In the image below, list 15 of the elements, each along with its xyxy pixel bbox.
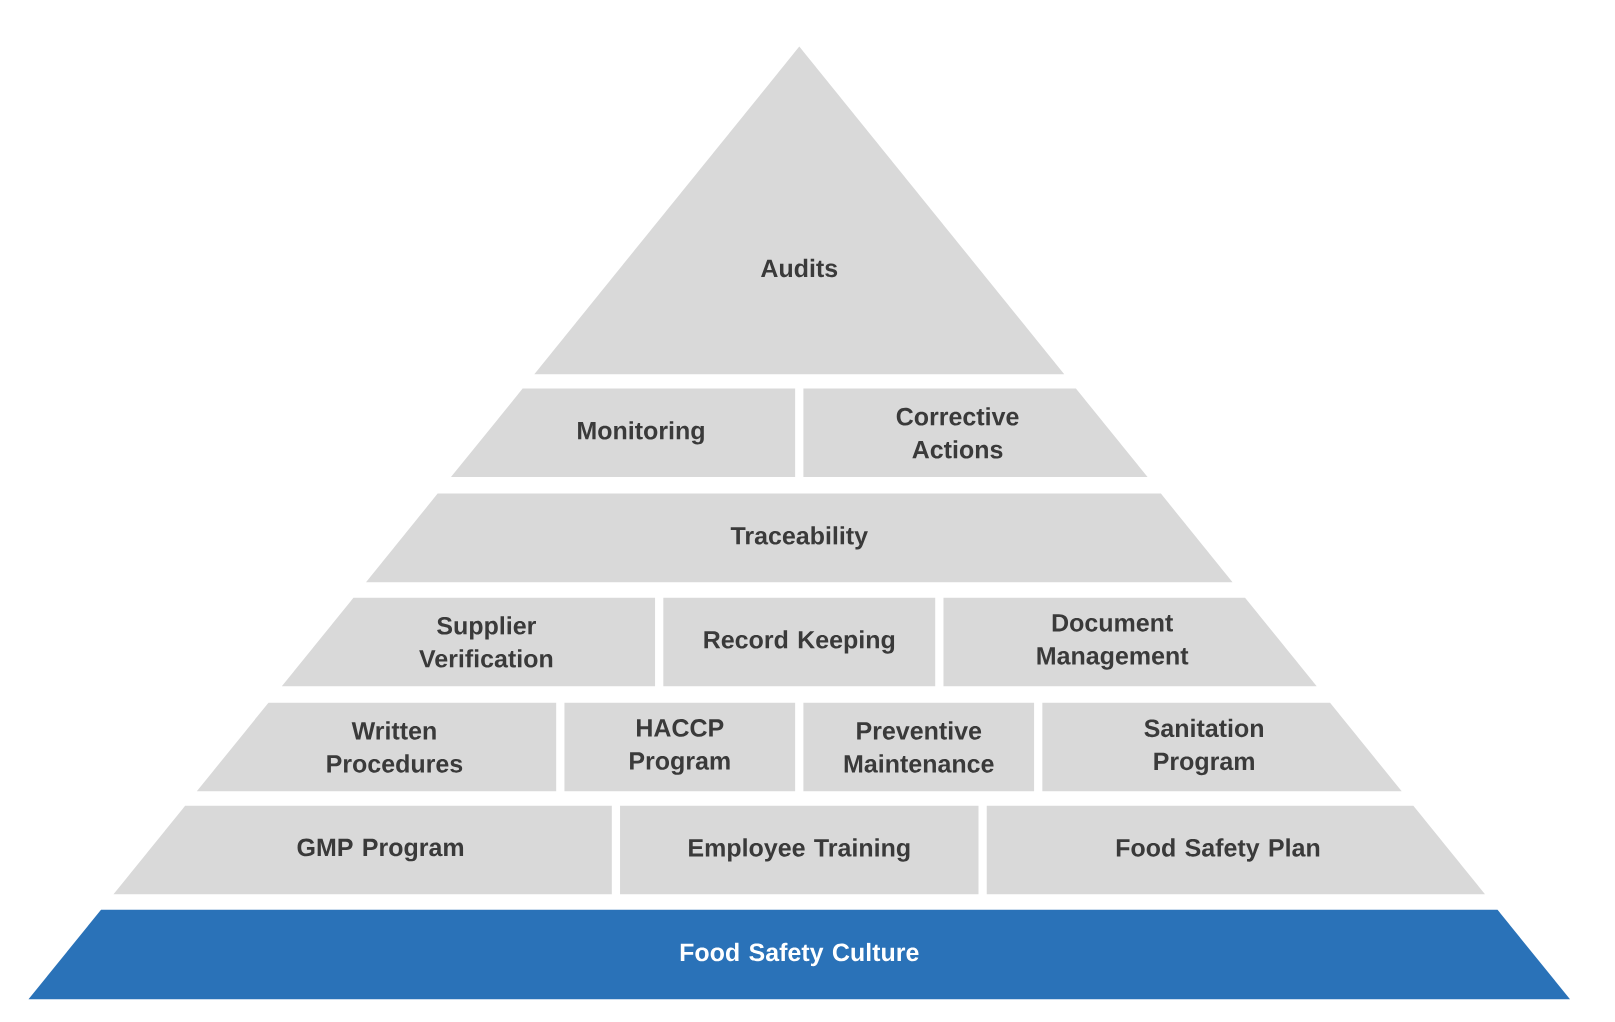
- pyramid-segment: Document Management: [943, 597, 1317, 687]
- pyramid-segment: Supplier Verification: [281, 597, 656, 687]
- pyramid-segment: HACCP Program: [564, 702, 796, 792]
- pyramid-segment: Sanitation Program: [1042, 702, 1402, 792]
- pyramid-segment: Audits: [534, 46, 1065, 375]
- pyramid-segment: GMP Program: [113, 805, 612, 895]
- pyramid-segment: Corrective Actions: [803, 388, 1148, 478]
- pyramid-segment: Traceability: [366, 493, 1233, 583]
- pyramid-segment: Preventive Maintenance: [803, 702, 1035, 792]
- pyramid-segment: Monitoring: [450, 388, 796, 478]
- pyramid-segment: Written Procedures: [196, 702, 557, 792]
- pyramid-segment: Food Safety Plan: [986, 805, 1486, 895]
- pyramid-segment: Food Safety Culture: [28, 909, 1571, 1000]
- pyramid-segment: Record Keeping: [663, 597, 936, 687]
- pyramid-segment: Employee Training: [620, 805, 979, 895]
